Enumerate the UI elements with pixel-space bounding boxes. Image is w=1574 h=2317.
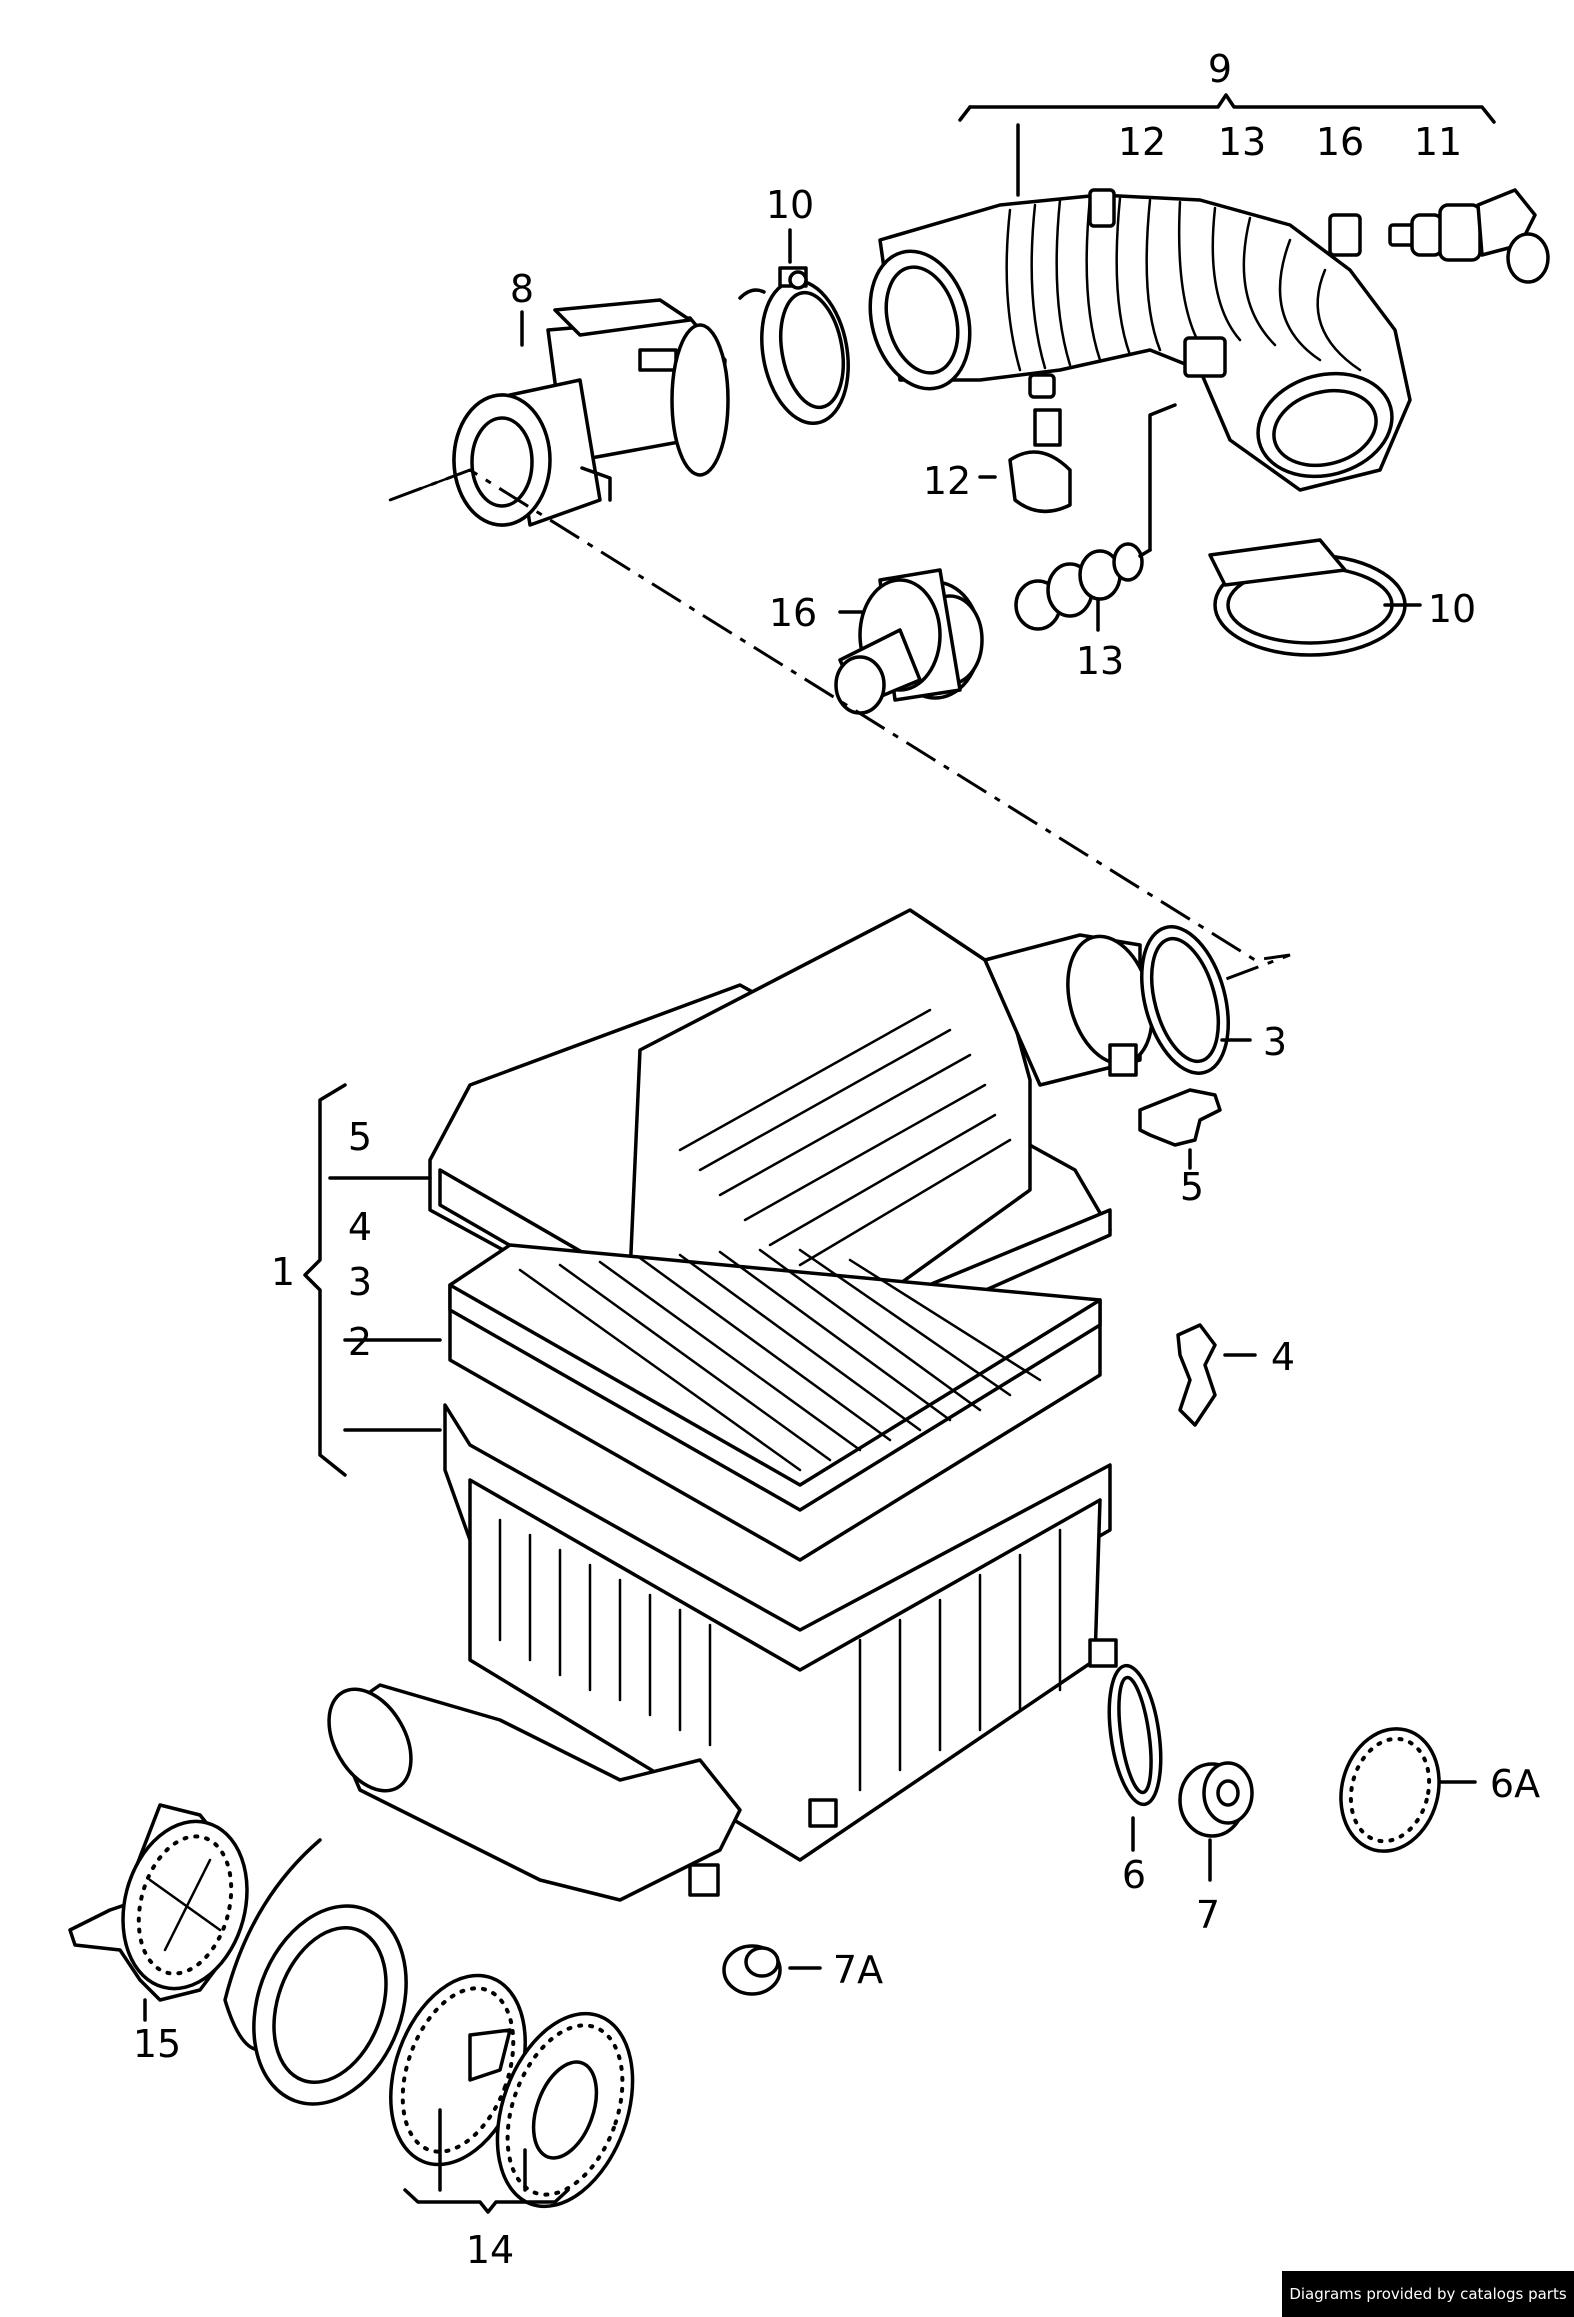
bracket-14 xyxy=(403,2188,570,2214)
label-16-mid: 16 xyxy=(769,591,817,635)
air-mass-meter[interactable] xyxy=(452,298,730,527)
intake-ring[interactable] xyxy=(223,1838,433,2125)
label-6a: 6A xyxy=(1490,1762,1540,1806)
part-labels: 9 12 13 16 11 10 8 12 16 13 10 3 5 5 4 1… xyxy=(133,47,1540,2272)
label-12-mid: 12 xyxy=(923,459,971,503)
check-valve[interactable] xyxy=(834,568,984,715)
hose-clamp-right[interactable] xyxy=(1208,538,1422,657)
intake-screen[interactable] xyxy=(366,1957,550,2192)
label-7: 7 xyxy=(1196,1893,1220,1937)
label-15: 15 xyxy=(133,2022,181,2066)
air-cleaner-lower-housing[interactable] xyxy=(312,1403,1118,1902)
label-6: 6 xyxy=(1122,1853,1146,1897)
label-10-right: 10 xyxy=(1428,587,1476,631)
spring-clip[interactable] xyxy=(1176,1323,1257,1427)
rubber-grommet[interactable] xyxy=(1178,1761,1254,1882)
intake-snorkel[interactable] xyxy=(68,1803,265,2022)
label-1: 1 xyxy=(271,1250,295,1294)
label-8: 8 xyxy=(510,267,534,311)
nut[interactable] xyxy=(722,1944,822,1996)
label-4-left: 4 xyxy=(348,1205,372,1249)
label-5-left: 5 xyxy=(348,1115,372,1159)
leader-lines xyxy=(520,228,792,347)
label-9: 9 xyxy=(1208,47,1232,91)
seal-ring[interactable] xyxy=(1127,917,1252,1083)
label-5-right: 5 xyxy=(1180,1165,1204,1209)
label-7a: 7A xyxy=(833,1948,883,1992)
label-13-top: 13 xyxy=(1218,120,1266,164)
label-16-top: 16 xyxy=(1316,120,1364,164)
label-14: 14 xyxy=(466,2228,514,2272)
label-4-right: 4 xyxy=(1271,1335,1295,1379)
credit-footer: Diagrams provided by catalogs parts xyxy=(1282,2271,1574,2317)
label-2: 2 xyxy=(348,1320,372,1364)
filter-element[interactable] xyxy=(448,1243,1102,1562)
seal-oval[interactable] xyxy=(1101,1662,1168,1852)
label-13-mid: 13 xyxy=(1076,639,1124,683)
intake-hose[interactable] xyxy=(856,188,1412,492)
retaining-clip[interactable] xyxy=(1138,1088,1222,1170)
bracket-9 xyxy=(958,93,1496,197)
label-12-top: 12 xyxy=(1118,120,1166,164)
grommet[interactable] xyxy=(1014,403,1177,632)
label-11: 11 xyxy=(1414,120,1462,164)
bracket-1 xyxy=(303,1083,442,1477)
hose-clip[interactable] xyxy=(978,373,1072,514)
hose-clamp-top[interactable] xyxy=(738,266,859,430)
gasket[interactable] xyxy=(1328,1718,1477,1863)
label-10-top: 10 xyxy=(766,183,814,227)
assembly-line xyxy=(389,468,1291,987)
intake-mesh[interactable] xyxy=(473,1995,658,2225)
label-3-right: 3 xyxy=(1263,1020,1287,1064)
label-3-left: 3 xyxy=(348,1260,372,1304)
vent-fitting[interactable] xyxy=(1388,188,1550,284)
